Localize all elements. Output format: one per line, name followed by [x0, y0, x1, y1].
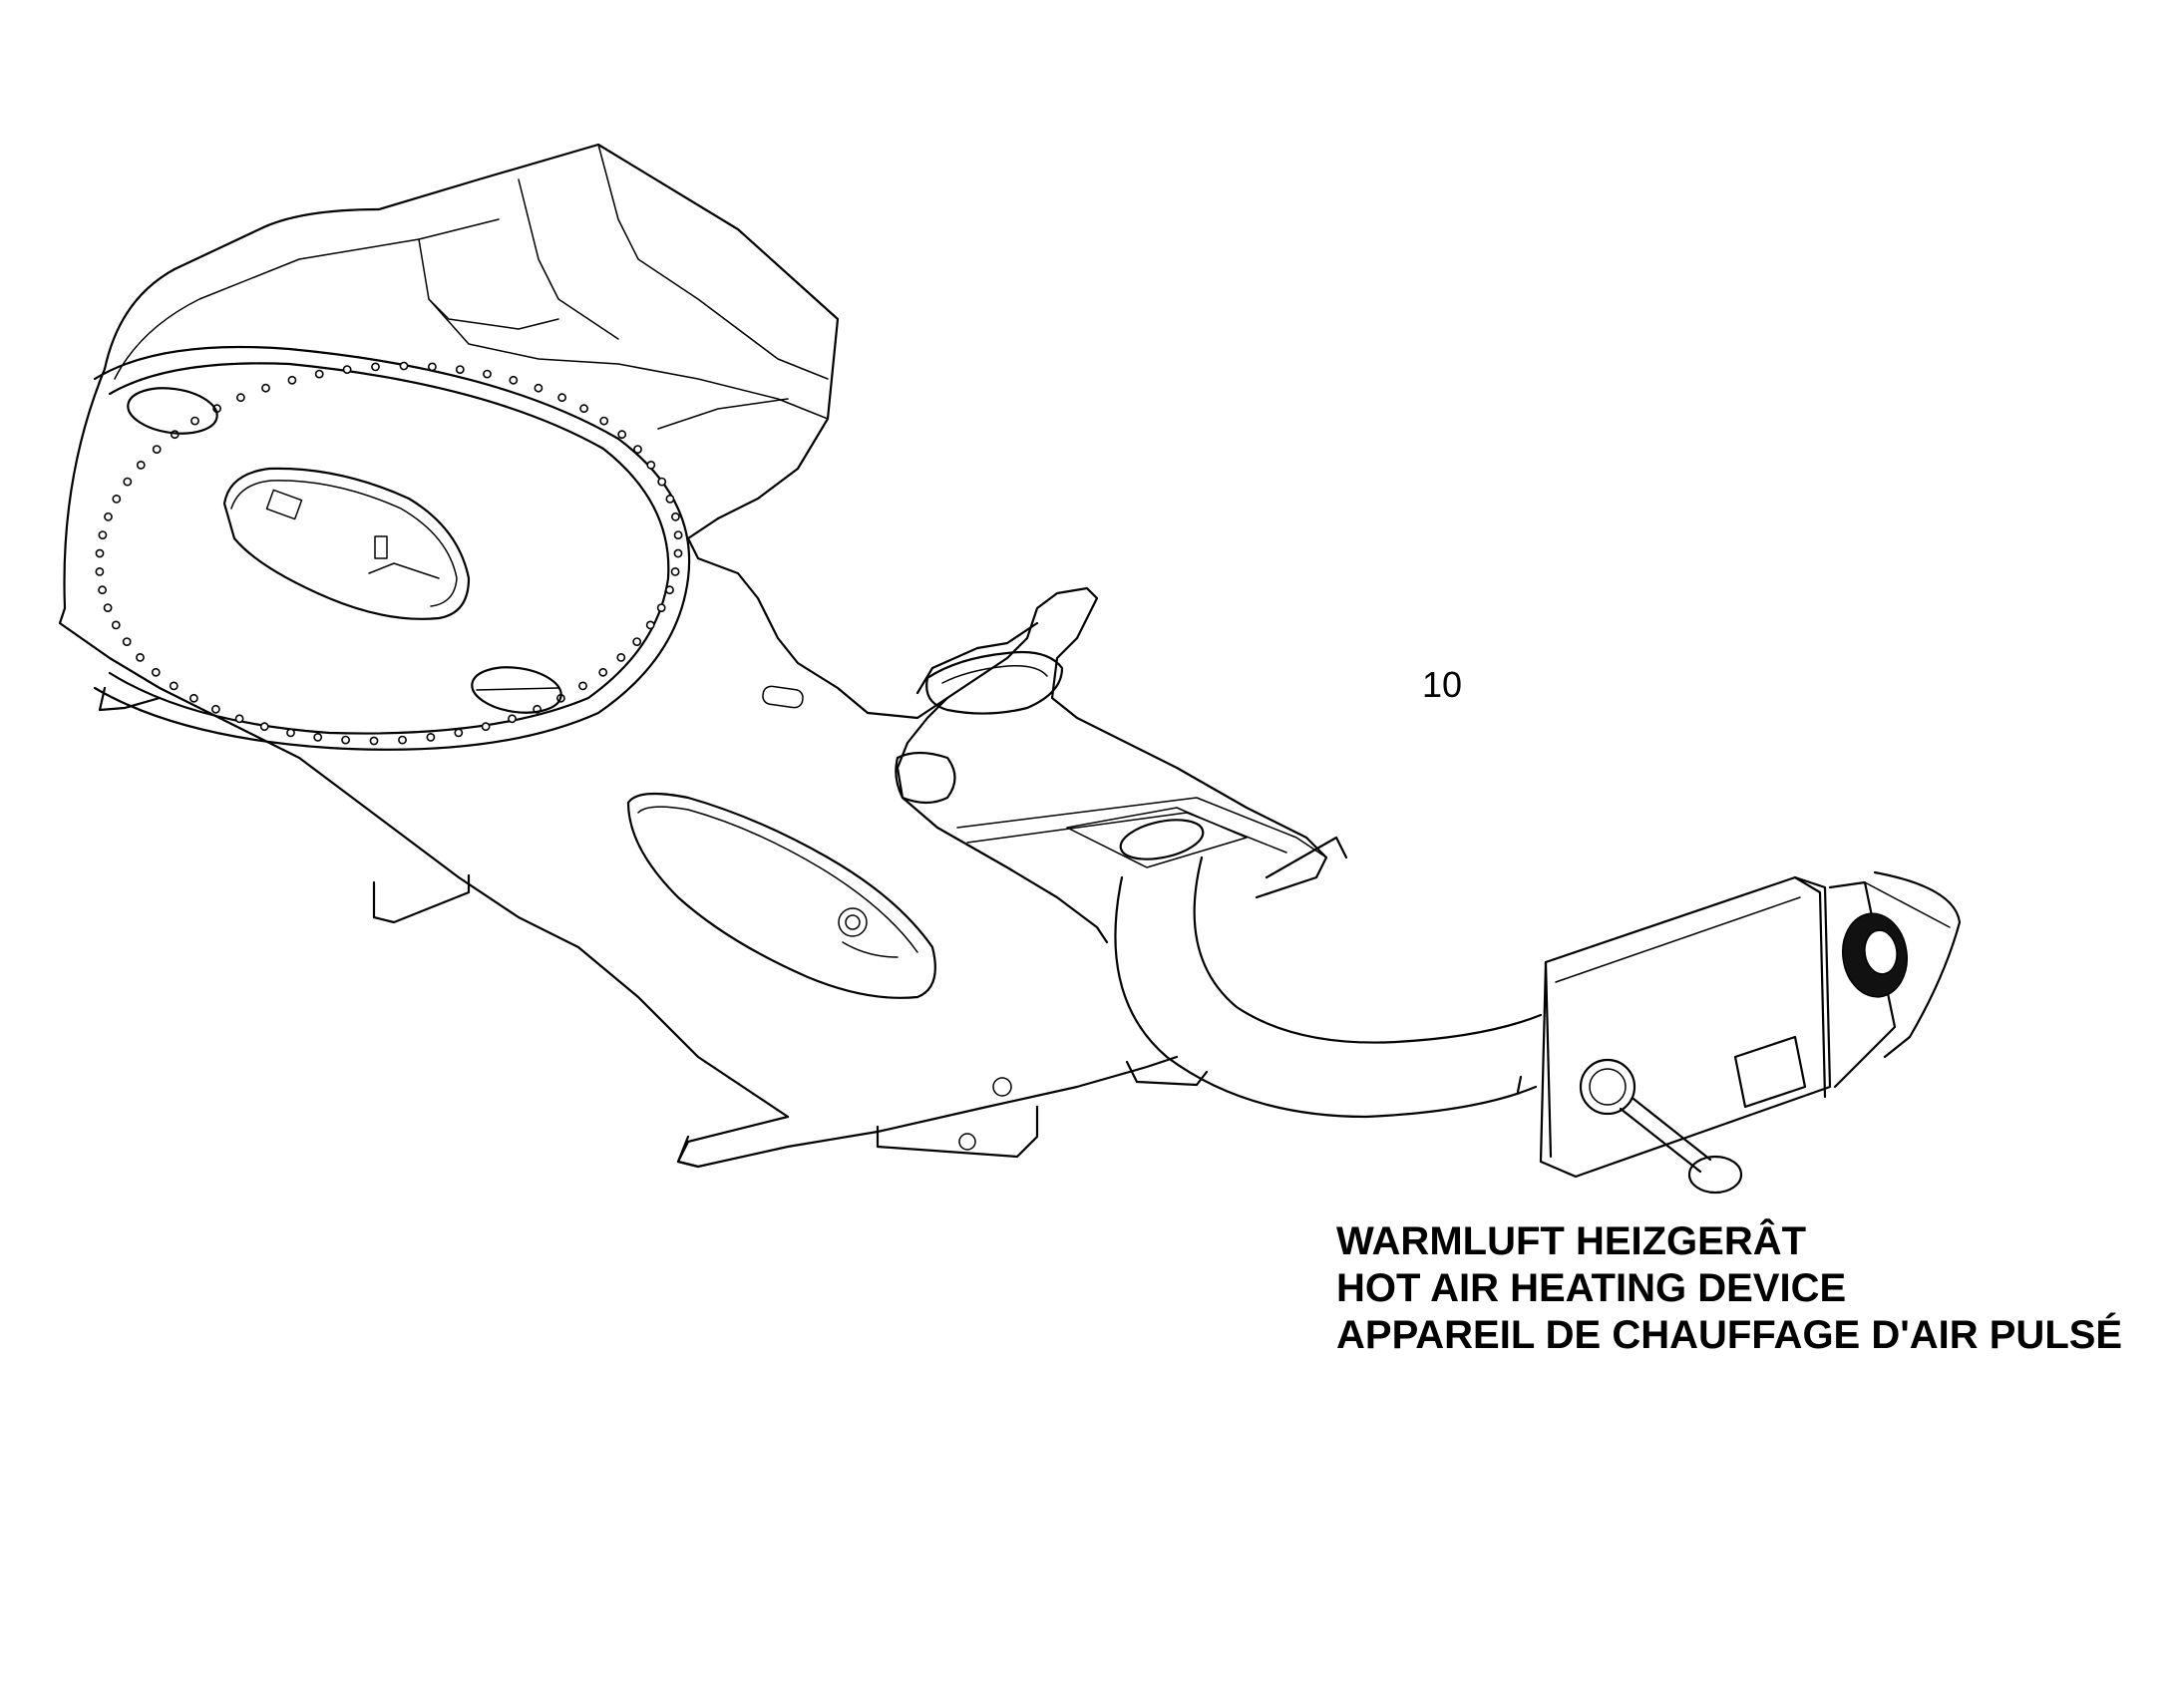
- bolt-hole: [455, 365, 465, 374]
- bolt-hole: [235, 393, 245, 403]
- bolt-hole: [314, 369, 324, 379]
- bolt-hole: [95, 548, 105, 558]
- bolt-hole: [616, 653, 626, 662]
- bolt-hole: [578, 681, 587, 691]
- bolt-hole: [122, 637, 132, 646]
- bolt-hole: [104, 512, 113, 521]
- bolt-hole: [259, 722, 269, 732]
- bolt-hole: [234, 714, 244, 724]
- bolt-hole: [151, 667, 161, 677]
- access-hatches: [127, 387, 936, 999]
- bolt-hole: [670, 567, 680, 576]
- bolt-hole: [508, 714, 517, 724]
- bolt-hole: [633, 445, 642, 454]
- bolt-hole: [136, 653, 145, 662]
- bolt-hole: [399, 361, 409, 371]
- bolt-hole: [509, 375, 519, 385]
- bolt-hole: [123, 477, 133, 487]
- bolt-hole: [656, 603, 666, 612]
- bolt-hole: [98, 585, 107, 595]
- bolt-hole: [665, 585, 674, 595]
- main-bearing-flange: [93, 345, 691, 751]
- part-number-label: 10: [1422, 664, 1463, 705]
- bolt-hole: [646, 460, 656, 470]
- bolt-hole: [598, 667, 608, 677]
- bolt-hole: [95, 567, 105, 576]
- bolt-hole: [673, 530, 683, 539]
- bolt-hole: [103, 603, 113, 612]
- bedplate-frame: [58, 143, 1328, 1169]
- bolt-hole: [287, 375, 297, 385]
- bolt-hole: [426, 733, 436, 742]
- bolt-hole: [427, 362, 437, 372]
- bolt-hole: [261, 383, 270, 393]
- caption-line-french: APPAREIL DE CHAUFFAGE D'AIR PULSÉ: [1336, 1313, 2123, 1357]
- bolt-hole: [483, 369, 492, 379]
- bolt-hole: [579, 404, 588, 414]
- bolt-hole: [313, 733, 323, 742]
- bolt-hole: [534, 383, 544, 393]
- bolt-hole: [169, 681, 179, 691]
- bolt-hole: [210, 704, 220, 714]
- bolt-hole: [111, 620, 121, 630]
- bolt-hole: [188, 693, 198, 703]
- flange-bolt-holes: [95, 361, 683, 746]
- bolt-hole: [645, 620, 655, 630]
- bolt-hole: [599, 416, 609, 426]
- bolt-hole: [454, 728, 464, 738]
- bolt-hole: [112, 494, 122, 504]
- bolt-hole: [152, 445, 162, 454]
- bolt-hole: [665, 494, 675, 504]
- bolt-hole: [657, 477, 667, 487]
- bolt-hole: [98, 530, 108, 539]
- bolt-hole: [286, 728, 295, 738]
- air-duct: [1114, 819, 1543, 1119]
- bolt-hole: [136, 460, 146, 470]
- bolt-hole: [673, 548, 683, 558]
- bolt-hole: [671, 512, 680, 521]
- bolt-hole: [632, 637, 642, 646]
- bolt-hole: [398, 735, 407, 745]
- bolt-hole: [557, 393, 566, 403]
- bolt-hole: [369, 736, 379, 746]
- rear-frame-arm: [895, 621, 1327, 868]
- bolt-hole: [190, 416, 199, 426]
- caption-line-english: HOT AIR HEATING DEVICE: [1336, 1266, 1847, 1310]
- caption-block: WARMLUFT HEIZGERÂT HOT AIR HEATING DEVIC…: [1336, 1218, 2122, 1359]
- bolt-hole: [481, 722, 491, 732]
- bolt-hole: [342, 365, 352, 374]
- bolt-hole: [617, 430, 627, 440]
- caption-line-german: WARMLUFT HEIZGERÂT: [1336, 1219, 1807, 1263]
- bolt-hole: [341, 735, 350, 745]
- heater-unit: [1516, 870, 1962, 1195]
- bolt-hole: [371, 362, 380, 372]
- mounting-brackets: [98, 686, 1348, 1169]
